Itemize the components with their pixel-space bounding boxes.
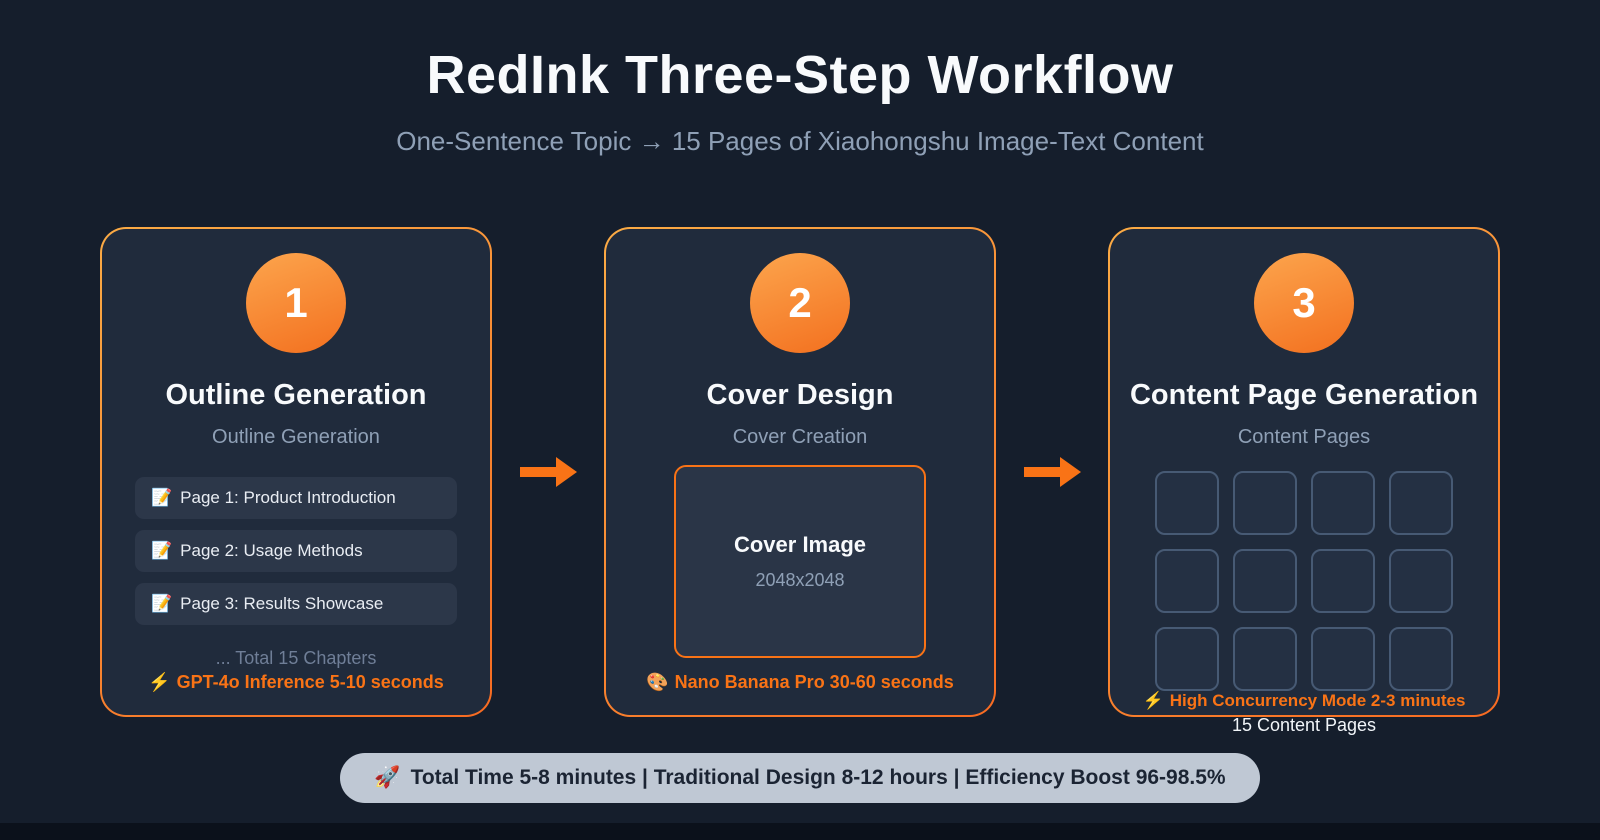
step-title: Outline Generation bbox=[165, 379, 427, 411]
cover-image-label: Cover Image bbox=[733, 532, 867, 557]
step-timing: ⚡GPT-4o Inference 5-10 seconds bbox=[148, 672, 444, 693]
content-page-placeholder bbox=[1155, 549, 1219, 613]
outline-item-label: Page 1: Product Introduction bbox=[180, 488, 396, 507]
step-timing: ⚡ High Concurrency Mode 2-3 minutes bbox=[1143, 691, 1466, 711]
content-page-placeholder bbox=[1311, 627, 1375, 691]
workflow-diagram: 1 Outline Generation Outline Generation … bbox=[0, 227, 1600, 735]
step-number-badge: 1 bbox=[246, 253, 346, 353]
outline-item-label: Page 2: Usage Methods bbox=[180, 541, 363, 560]
step-card-content-pages: 3 Content Page Generation Content Pages … bbox=[1108, 227, 1500, 735]
outline-more-text: ... Total 15 Chapters bbox=[215, 648, 377, 668]
summary-label: Total Time 5-8 minutes | Traditional Des… bbox=[410, 766, 1226, 789]
step-number: 1 bbox=[284, 279, 308, 326]
step-number-badge: 2 bbox=[750, 253, 850, 353]
step-timing-label: High Concurrency Mode 2-3 minutes bbox=[1169, 691, 1466, 710]
content-page-placeholder bbox=[1155, 471, 1219, 535]
arrow-right-icon bbox=[996, 457, 1108, 487]
outline-item: 📝 Page 2: Usage Methods bbox=[135, 530, 457, 572]
arrow-head bbox=[1059, 457, 1081, 487]
step-subtitle: Content Pages bbox=[1237, 426, 1371, 448]
step-title: Cover Design bbox=[706, 379, 894, 411]
header: RedInk Three-Step Workflow One-Sentence … bbox=[0, 0, 1600, 157]
step-timing-label: GPT-4o Inference 5-10 seconds bbox=[176, 672, 444, 692]
step-card-outline: 1 Outline Generation Outline Generation … bbox=[100, 227, 492, 717]
arrow-head bbox=[555, 457, 577, 487]
content-page-placeholder bbox=[1233, 471, 1297, 535]
content-page-placeholder bbox=[1233, 627, 1297, 691]
rocket-icon: 🚀 bbox=[374, 766, 401, 789]
page-title: RedInk Three-Step Workflow bbox=[426, 45, 1174, 105]
content-page-placeholder bbox=[1389, 627, 1453, 691]
outline-list: 📝 Page 1: Product Introduction 📝 Page 2: U… bbox=[135, 477, 457, 636]
arrow-bar bbox=[1023, 467, 1060, 477]
step-subtitle: Cover Creation bbox=[732, 426, 868, 448]
content-page-placeholder bbox=[1389, 549, 1453, 613]
bottom-edge-strip bbox=[0, 823, 1600, 840]
memo-icon: 📝 bbox=[151, 594, 173, 613]
memo-icon: 📝 bbox=[151, 541, 173, 560]
step-number: 2 bbox=[788, 279, 812, 326]
memo-icon: 📝 bbox=[151, 488, 173, 507]
step-footer-stack: ⚡ High Concurrency Mode 2-3 minutes 15 Co… bbox=[1143, 691, 1466, 736]
content-page-placeholder bbox=[1311, 471, 1375, 535]
step-card-cover-body: 2 Cover Design Cover Creation Cover Imag… bbox=[606, 229, 994, 715]
step-card-content-pages-body: 3 Content Page Generation Content Pages … bbox=[1110, 229, 1498, 735]
content-page-placeholder bbox=[1311, 549, 1375, 613]
cover-image-placeholder: Cover Image 2048x2048 bbox=[674, 465, 926, 658]
step-timing: 🎨Nano Banana Pro 30-60 seconds bbox=[646, 672, 954, 693]
content-grid bbox=[1155, 471, 1453, 691]
arrow-right-icon bbox=[492, 457, 604, 487]
arrow-bar bbox=[519, 467, 556, 477]
step-number: 3 bbox=[1292, 279, 1316, 326]
lightning-icon: ⚡ bbox=[1142, 691, 1164, 710]
step-timing-label: Nano Banana Pro 30-60 seconds bbox=[674, 672, 954, 692]
step-subtitle: Outline Generation bbox=[212, 426, 380, 448]
outline-item: 📝 Page 3: Results Showcase bbox=[135, 583, 457, 625]
content-page-placeholder bbox=[1233, 549, 1297, 613]
lightning-icon: ⚡ bbox=[148, 672, 171, 692]
outline-item: 📝 Page 1: Product Introduction bbox=[135, 477, 457, 519]
outline-item-label: Page 3: Results Showcase bbox=[180, 594, 384, 613]
step-card-outline-body: 1 Outline Generation Outline Generation … bbox=[102, 229, 490, 715]
cover-image-size: 2048x2048 bbox=[755, 570, 845, 590]
palette-icon: 🎨 bbox=[646, 672, 669, 692]
step-card-cover: 2 Cover Design Cover Creation Cover Imag… bbox=[604, 227, 996, 717]
content-page-placeholder bbox=[1155, 627, 1219, 691]
content-page-placeholder bbox=[1389, 471, 1453, 535]
step-title: Content Page Generation bbox=[1129, 379, 1479, 411]
summary-banner: 🚀 Total Time 5-8 minutes | Traditional De… bbox=[340, 753, 1260, 803]
content-pages-count: 15 Content Pages bbox=[1231, 715, 1377, 735]
step-number-badge: 3 bbox=[1254, 253, 1354, 353]
page-subtitle: One-Sentence Topic → 15 Pages of Xiaohon… bbox=[396, 126, 1204, 156]
